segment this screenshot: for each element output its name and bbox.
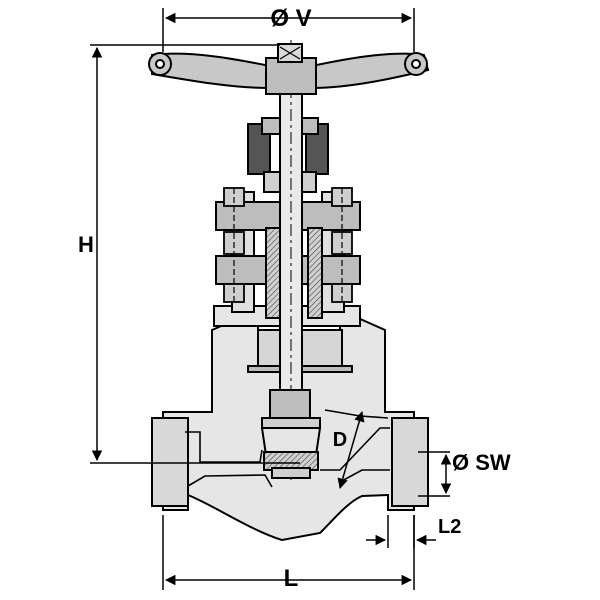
label-h: H — [78, 232, 94, 257]
bolts — [223, 187, 353, 303]
label-l2: L2 — [438, 516, 461, 538]
label-v: Ø V — [270, 5, 311, 32]
label-l: L — [284, 565, 299, 592]
right-socket-end — [391, 417, 429, 507]
packing-right — [307, 227, 323, 319]
yoke-sleeve-left — [247, 123, 271, 175]
disc-assembly — [260, 389, 322, 479]
dimension-lines — [90, 8, 452, 590]
label-sw: Ø SW — [452, 450, 511, 475]
dim-d-arrow — [337, 410, 365, 490]
label-d: D — [333, 429, 347, 451]
handwheel-hub — [265, 57, 317, 95]
packing-left — [265, 227, 281, 319]
disc — [260, 427, 322, 456]
handwheel — [148, 43, 430, 95]
disc-nut — [269, 389, 311, 419]
left-socket-end — [151, 417, 189, 507]
